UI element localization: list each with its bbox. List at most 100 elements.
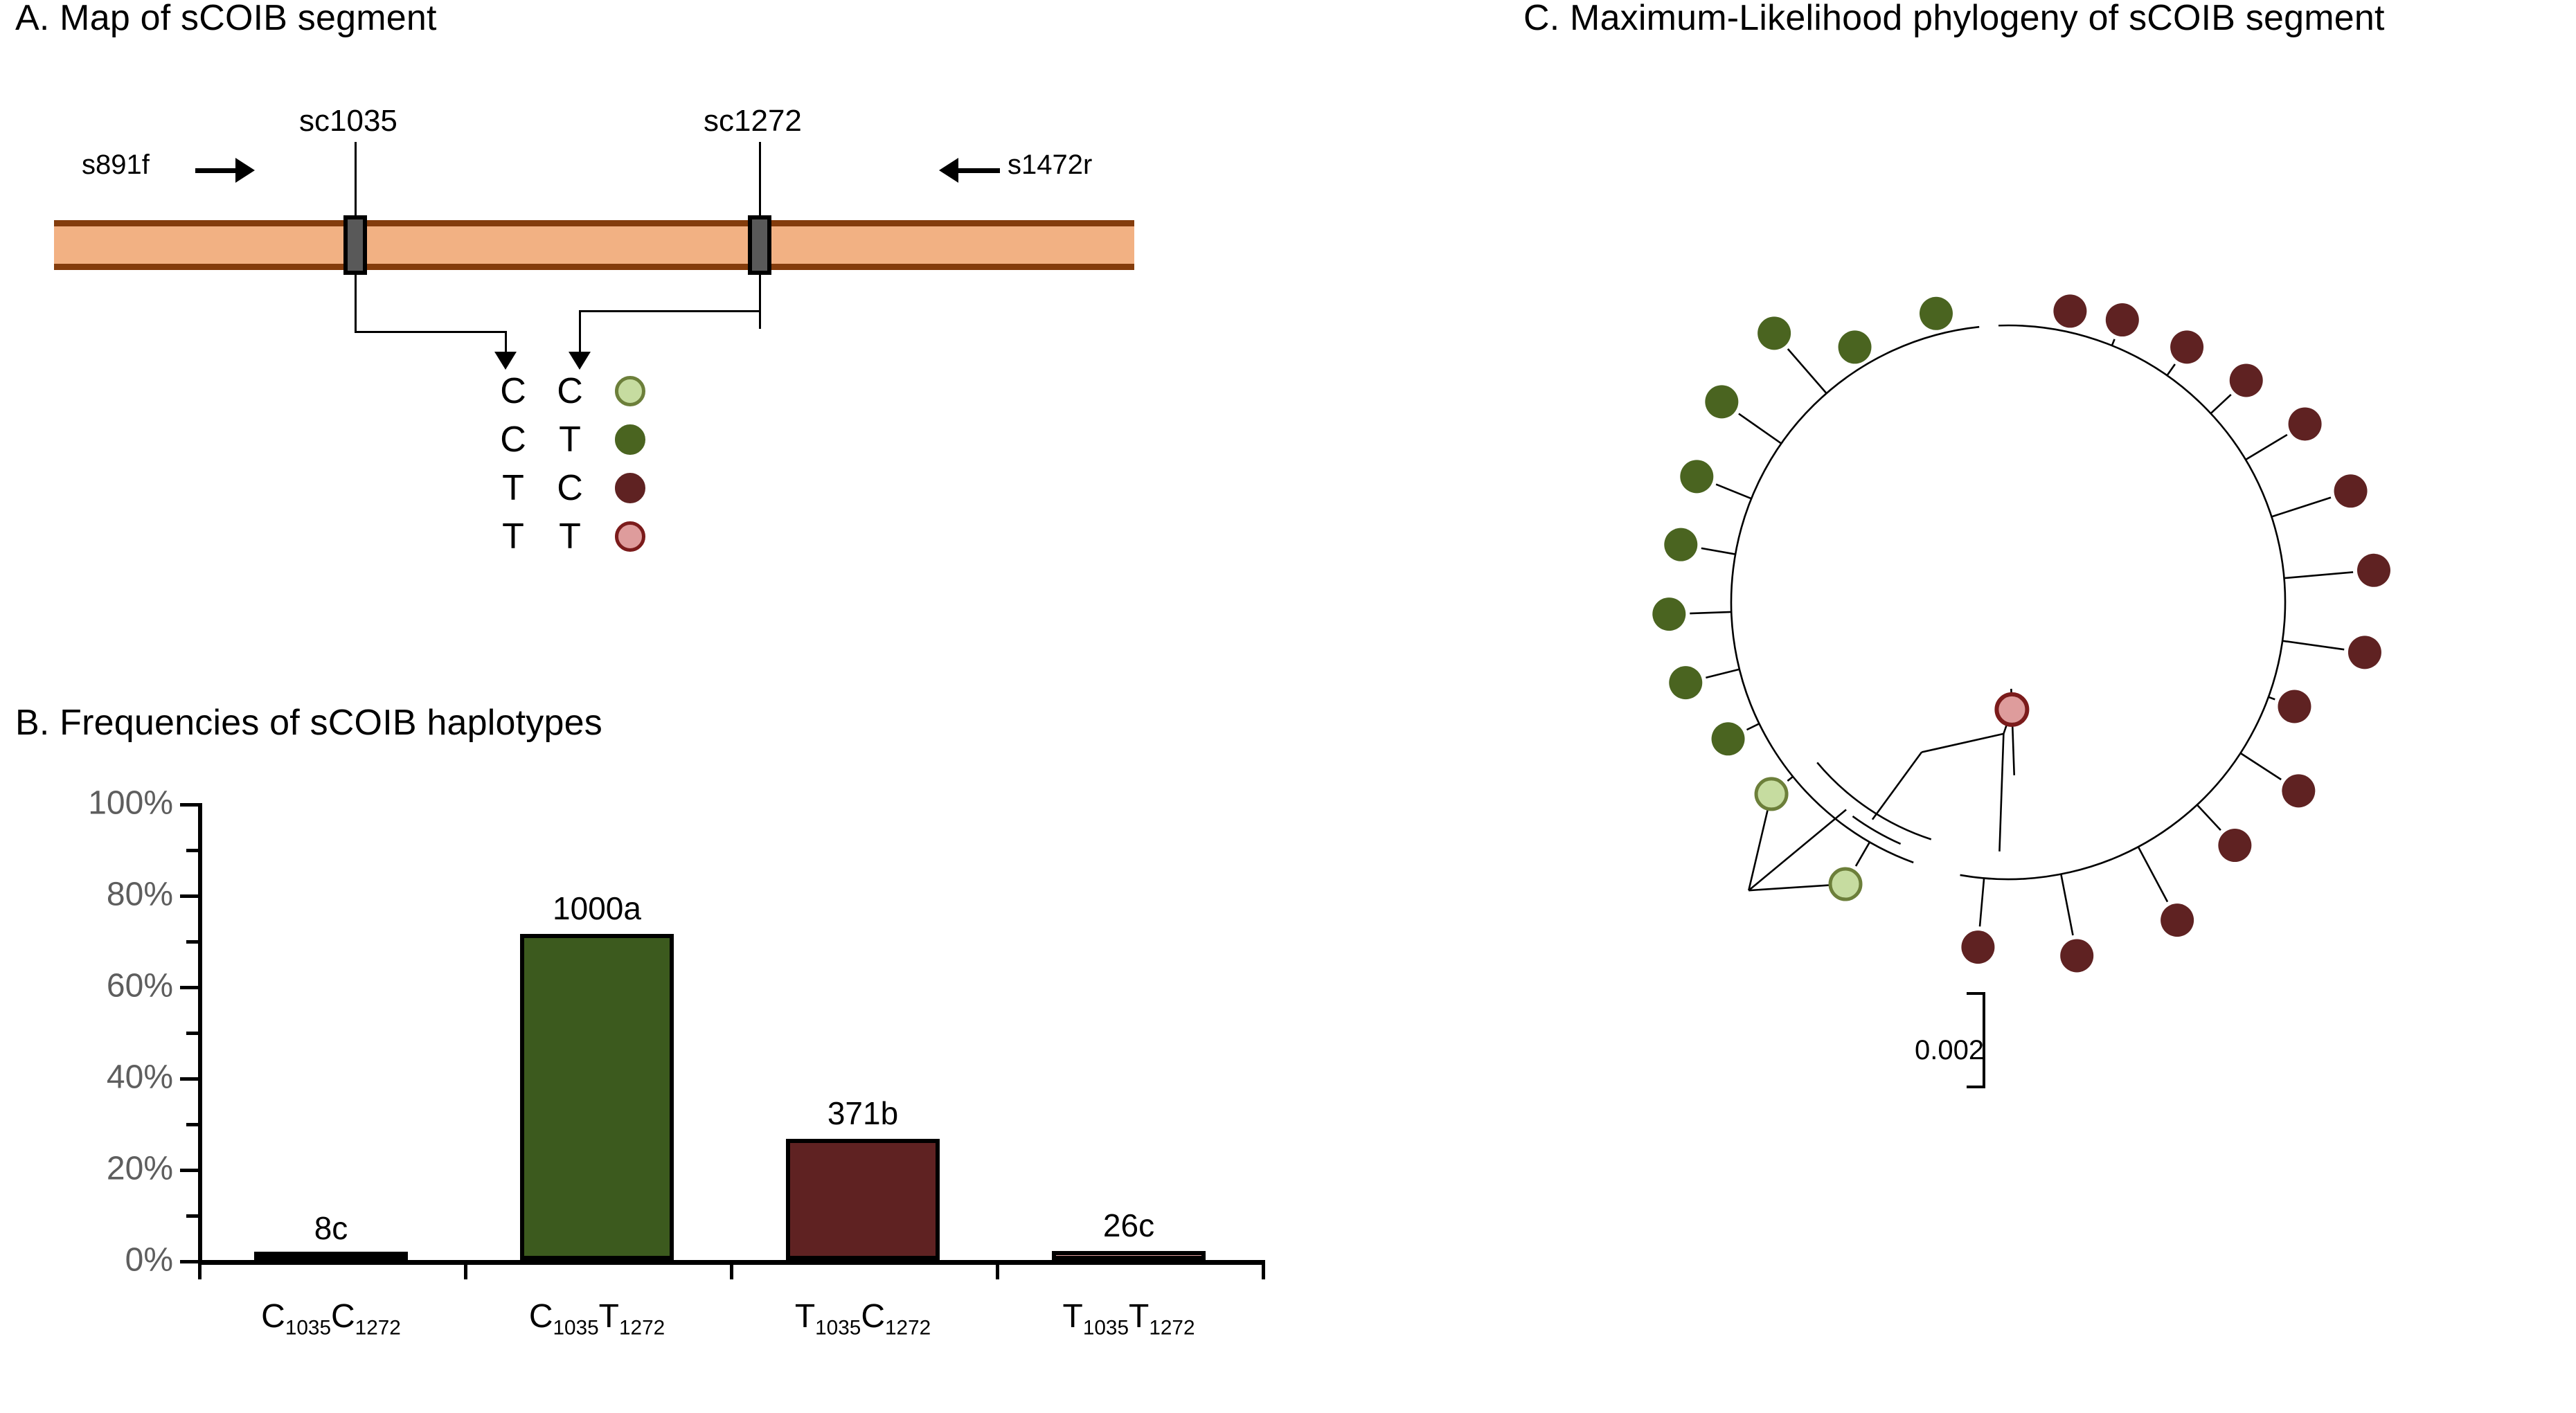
y-tick-major bbox=[180, 1260, 198, 1263]
phylogeny-tip-TT bbox=[1994, 692, 2030, 727]
haplotype-base-1035: C bbox=[500, 420, 526, 460]
phylogeny-tip-TC bbox=[2278, 690, 2311, 723]
haplotype-base-1035: T bbox=[502, 516, 524, 557]
haplotype-row: C C bbox=[485, 367, 645, 415]
tree-root-branch-a bbox=[1921, 732, 2004, 753]
y-axis-label: 0% bbox=[125, 1241, 173, 1279]
tree-branch-16 bbox=[2245, 433, 2288, 461]
tree-backbone-arc-right bbox=[1960, 324, 2287, 881]
primer-forward-label: s891f bbox=[82, 150, 150, 180]
connector-2-arrow-icon bbox=[569, 352, 591, 370]
tree-branch-21 bbox=[2239, 752, 2282, 781]
tree-branch-10 bbox=[1854, 841, 1871, 867]
scoib-segment-bar bbox=[54, 220, 1134, 270]
haplotype-row: T C bbox=[485, 464, 645, 512]
tree-branch-24 bbox=[2060, 874, 2074, 936]
bar bbox=[1052, 1251, 1206, 1260]
haplotype-color-dot bbox=[615, 424, 645, 455]
x-tick bbox=[464, 1260, 467, 1279]
phylogeny-tip-CT bbox=[1652, 597, 1686, 631]
x-axis-category-label: C1035C1272 bbox=[261, 1298, 401, 1340]
phylogeny-tip-CT bbox=[1680, 460, 1714, 494]
y-tick-major bbox=[180, 803, 198, 807]
phylogeny-tip-CT bbox=[1705, 385, 1739, 419]
phylogeny-tip-CT bbox=[1838, 330, 1872, 364]
scale-bar-label: 0.002 bbox=[1915, 1035, 1985, 1065]
primer-forward-arrow-icon bbox=[235, 158, 255, 183]
y-tick-major bbox=[180, 1077, 198, 1081]
phylogeny-tip-CC bbox=[1754, 777, 1789, 811]
phylogeny-tip-CT bbox=[1664, 528, 1698, 561]
y-axis-label: 40% bbox=[106, 1059, 173, 1096]
y-tick-major bbox=[180, 986, 198, 989]
y-axis-label: 80% bbox=[106, 876, 173, 913]
tree-clade-stem-cc bbox=[1748, 809, 1847, 892]
panel-c-title: C. Maximum-Likelihood phylogeny of sCOIB… bbox=[1523, 0, 2385, 38]
phylogeny-tip-TC bbox=[2105, 303, 2139, 337]
y-tick-major bbox=[180, 1169, 198, 1172]
y-axis-label: 20% bbox=[106, 1150, 173, 1187]
panel-b-title: B. Frequencies of sCOIB haplotypes bbox=[15, 703, 602, 743]
haplotype-base-1272: T bbox=[559, 420, 581, 460]
phylogeny-tip-CT bbox=[1919, 296, 1953, 330]
phylogeny-tip-TC bbox=[2229, 363, 2263, 397]
tree-branch-8 bbox=[1746, 723, 1760, 731]
tree-branch-20 bbox=[2268, 696, 2275, 701]
tree-branch-19 bbox=[2282, 640, 2345, 651]
connector-2-horizontal bbox=[579, 310, 761, 312]
connector-1-vertical bbox=[355, 280, 357, 332]
panel-a: A. Map of sCOIB segment s891f s1472r sc1… bbox=[0, 0, 1246, 692]
tree-branch-4 bbox=[1715, 483, 1752, 500]
connector-1-arrow-icon bbox=[494, 352, 517, 370]
haplotype-base-1272: T bbox=[559, 516, 581, 557]
haplotype-row: C T bbox=[485, 415, 645, 464]
tree-branch-15 bbox=[2210, 393, 2232, 415]
tree-internal-arc-lower bbox=[1816, 762, 1932, 840]
y-tick-major bbox=[180, 894, 198, 898]
x-axis-category-label: C1035T1272 bbox=[528, 1298, 665, 1340]
tree-branch-9 bbox=[1787, 775, 1794, 782]
bar-value-label: 26c bbox=[1102, 1207, 1155, 1244]
phylogeny-tip-TC bbox=[2282, 774, 2316, 808]
bar-value-label: 8c bbox=[314, 1210, 348, 1246]
y-tick-minor bbox=[186, 849, 198, 852]
phylogeny-tip-TC bbox=[2053, 294, 2087, 328]
y-axis-label: 100% bbox=[88, 784, 173, 822]
bar-value-label: 371b bbox=[827, 1095, 899, 1132]
phylogeny-tip-TC bbox=[2288, 407, 2322, 441]
haplotype-base-1035: C bbox=[500, 371, 526, 411]
tree-internal-arc-green bbox=[1852, 815, 1902, 845]
tree-branch-3 bbox=[1738, 413, 1782, 444]
haplotype-legend-table: C C C T T C T T bbox=[485, 367, 645, 561]
x-axis-category-label: T1035T1272 bbox=[1062, 1298, 1195, 1340]
snp-marker-sc1035 bbox=[343, 215, 367, 275]
snp-marker-sc1272 bbox=[748, 215, 771, 275]
tree-branch-17 bbox=[2271, 496, 2332, 518]
phylogeny-tree bbox=[1652, 294, 2390, 1088]
haplotype-row: T T bbox=[485, 512, 645, 561]
y-axis-line bbox=[198, 803, 202, 1260]
connector-2-drop bbox=[579, 310, 581, 354]
tree-branch-18 bbox=[2284, 571, 2354, 579]
connector-1-drop bbox=[505, 331, 507, 354]
y-tick-minor bbox=[186, 940, 198, 944]
haplotype-base-1035: T bbox=[502, 468, 524, 508]
x-tick bbox=[1262, 1260, 1265, 1279]
bar bbox=[254, 1252, 408, 1260]
tree-root-stem bbox=[1998, 733, 2005, 852]
tree-branch-22 bbox=[2196, 804, 2221, 831]
tree-deep-branch bbox=[1871, 751, 1923, 820]
connector-2-vertical bbox=[759, 280, 761, 312]
phylogeny-tip-TC bbox=[2347, 636, 2381, 669]
phylogeny-tip-CT bbox=[1669, 666, 1703, 700]
phylogeny-tip-TC bbox=[2161, 903, 2194, 937]
x-tick bbox=[730, 1260, 733, 1279]
phylogeny-tip-TC bbox=[2060, 939, 2094, 973]
haplotype-color-dot bbox=[615, 473, 645, 503]
x-axis-category-label: T1035C1272 bbox=[794, 1298, 931, 1340]
y-tick-minor bbox=[186, 1123, 198, 1126]
haplotype-base-1272: C bbox=[557, 371, 583, 411]
phylogeny-tip-CT bbox=[1757, 316, 1791, 350]
snp-label-sc1272: sc1272 bbox=[704, 104, 802, 138]
